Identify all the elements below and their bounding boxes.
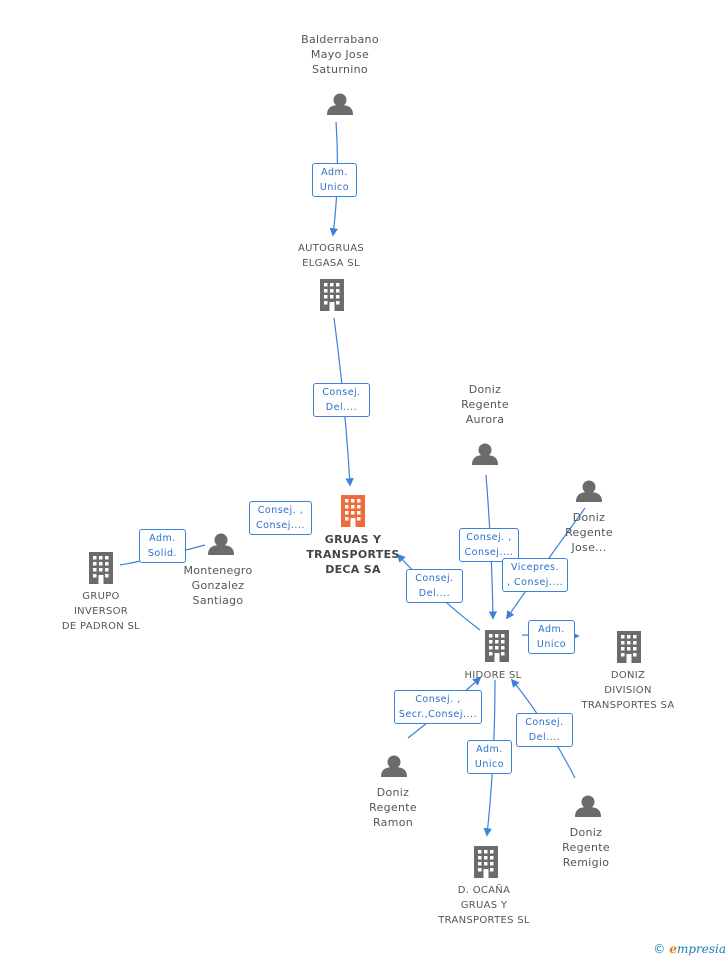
label-line: Doniz [468,383,502,396]
building-icon-main[interactable] [341,495,365,527]
label-line: HIDORE SL [464,670,522,681]
label-line: GRUPO [82,591,120,602]
relation-line: Unico [474,759,505,770]
label-line: GRUAS Y [460,900,508,911]
label-line: Regente [562,841,610,854]
label-line: Balderrabano [301,33,379,46]
person-icon[interactable] [381,755,407,778]
building-icon[interactable] [485,630,509,662]
person-icon[interactable] [472,443,498,466]
person-icon[interactable] [327,93,353,116]
relation-badge[interactable]: Consej. Del.... [516,713,573,747]
relation-line: Consej.... [464,547,514,558]
relation-badge[interactable]: Consej. , Secr.,Consej.... [394,690,482,724]
label-line: Regente [565,526,613,539]
relation-badge[interactable]: Adm. Solid. [139,529,186,563]
node-label-autogruas[interactable]: AUTOGRUAS ELGASA SL [270,241,392,271]
label-line: Aurora [465,413,505,426]
relation-badge[interactable]: Consej. , Consej.... [249,501,312,535]
label-line: Doniz [376,786,410,799]
node-label-jose[interactable]: Doniz Regente Jose... [546,510,632,555]
relation-line: Consej. [322,387,361,398]
label-line: Santiago [192,594,244,607]
relation-line: Consej. [525,717,564,728]
person-icon[interactable] [208,533,234,556]
label-line: Regente [369,801,417,814]
relation-badge[interactable]: Consej. Del.... [406,569,463,603]
relation-line: Vicepres. [510,562,560,573]
label-line: Regente [461,398,509,411]
label-line: TRANSPORTES SL [438,915,530,926]
relation-line: Consej. [415,573,454,584]
relation-line: Adm. [476,744,503,755]
label-line: Remigio [562,856,610,869]
node-label-remigio[interactable]: Doniz Regente Remigio [543,825,629,870]
label-line: Jose... [571,541,607,554]
label-line: TRANSPORTES [306,548,400,561]
relation-line: , Consej.... [506,577,564,588]
label-line: Gonzalez [191,579,245,592]
person-icon[interactable] [575,795,601,818]
relation-line: Del.... [418,588,451,599]
label-line: ELGASA SL [302,258,360,269]
relation-line: Consej.... [256,520,305,531]
relation-badge[interactable]: Adm. Unico [467,740,512,774]
relation-line: Unico [536,639,567,650]
person-icon[interactable] [576,480,602,503]
copyright-icon: © [653,942,666,956]
label-line: TRANSPORTES SA [581,700,675,711]
node-label-gruas-main[interactable]: GRUAS Y TRANSPORTES DECA SA [292,532,414,577]
label-line: Montenegro [183,564,253,577]
label-line: D. OCAÑA [457,885,511,896]
node-label-balderrabano[interactable]: Balderrabano Mayo Jose Saturnino [280,32,400,77]
relation-line: Adm. [321,167,348,178]
label-line: Doniz [572,511,606,524]
node-label-aurora[interactable]: Doniz Regente Aurora [440,382,530,427]
label-line: DIVISION [604,685,652,696]
label-line: Doniz [569,826,603,839]
relation-line: Consej. , [415,694,461,705]
label-line: Mayo Jose [310,48,370,61]
brand-footer[interactable]: ©empresia [653,942,726,956]
node-label-hidore[interactable]: HIDORE SL [448,668,538,683]
relation-line: Del.... [528,732,561,743]
label-line: AUTOGRUAS [297,243,365,254]
building-icon[interactable] [474,846,498,878]
label-line: Ramon [372,816,414,829]
relation-line: Secr.,Consej.... [398,709,478,720]
relation-badge[interactable]: Consej. , Consej.... [459,528,519,562]
label-line: INVERSOR [73,606,129,617]
relation-badge[interactable]: Vicepres. , Consej.... [502,558,568,592]
relation-line: Adm. [149,533,176,544]
relation-badge[interactable]: Adm. Unico [528,620,575,654]
label-line: Saturnino [312,63,368,76]
relation-badge[interactable]: Consej. Del.... [313,383,370,417]
relation-line: Consej. , [257,505,304,516]
relation-line: Adm. [538,624,565,635]
label-line: DONIZ [610,670,646,681]
brand-initial: e [669,942,677,956]
relation-line: Del.... [325,402,358,413]
label-line: DECA SA [325,563,381,576]
node-label-ramon[interactable]: Doniz Regente Ramon [350,785,436,830]
node-label-division[interactable]: DONIZ DIVISION TRANSPORTES SA [570,668,686,713]
node-label-docana[interactable]: D. OCAÑA GRUAS Y TRANSPORTES SL [424,883,544,928]
node-label-montenegro[interactable]: Montenegro Gonzalez Santiago [168,563,268,608]
brand-name: mpresia [676,942,726,956]
building-icon[interactable] [617,631,641,663]
relation-badge[interactable]: Adm. Unico [312,163,357,197]
node-label-grupo[interactable]: GRUPO INVERSOR DE PADRON SL [45,589,157,634]
relation-line: Consej. , [466,532,512,543]
relation-line: Unico [319,182,350,193]
building-icon[interactable] [89,552,113,584]
label-line: GRUAS Y [324,533,382,546]
building-icon[interactable] [320,279,344,311]
label-line: DE PADRON SL [61,621,141,632]
relation-line: Solid. [147,548,178,559]
